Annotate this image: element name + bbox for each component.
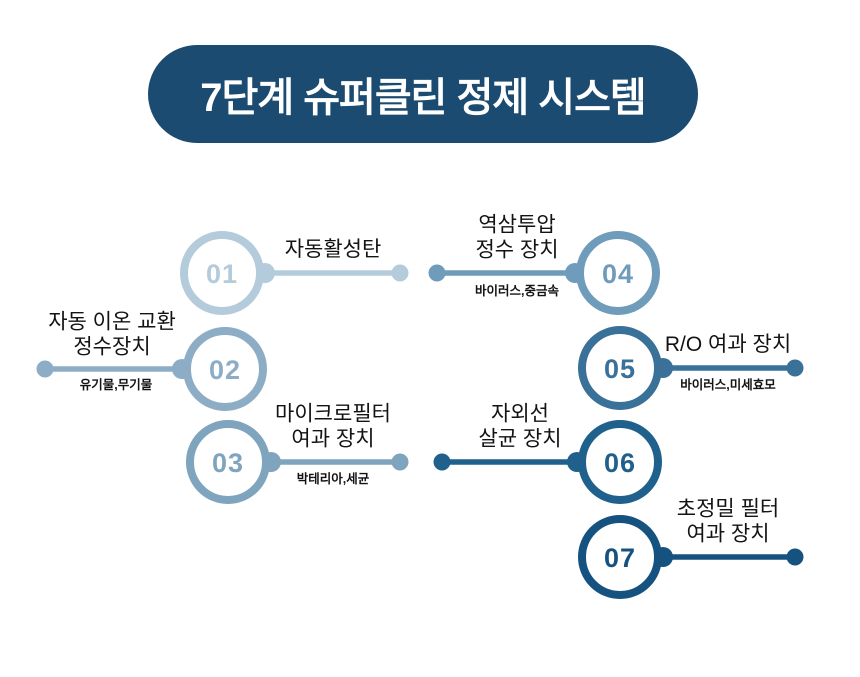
step-01-graphic: 01 <box>180 231 409 315</box>
step-06-circle <box>578 420 662 504</box>
step-05-label: R/O 여과 장치 <box>664 333 792 357</box>
step-05-subtitle: 바이러스,미세효모 <box>680 378 776 392</box>
step-03-subtitle: 박테리아,세균 <box>296 472 370 486</box>
step-05-end-dot <box>786 359 804 377</box>
step-02-graphic: 02 <box>36 327 267 411</box>
step-02-circle <box>183 327 267 411</box>
step-07-end-dot <box>786 548 804 566</box>
step-04-label: 역삼투압 정수 장치 <box>475 213 559 262</box>
step-03-label: 마이크로필터 여과 장치 <box>275 402 391 451</box>
step-05-number: 05 <box>604 354 636 384</box>
step-03-graphic: 03 <box>186 420 409 504</box>
step-06-end-dot <box>433 453 451 471</box>
step-03-number: 03 <box>212 448 244 478</box>
step-03-end-dot <box>391 453 409 471</box>
step-07-graphic: 07 <box>578 515 804 599</box>
step-07-label: 초정밀 필터 여과 장치 <box>676 497 780 546</box>
step-07-circle <box>578 515 662 599</box>
step-02-label: 자동 이온 교환 정수장치 <box>48 310 176 359</box>
step-01-end-dot <box>391 264 409 282</box>
step-06-graphic: 06 <box>433 420 662 504</box>
step-02-number: 02 <box>209 355 241 385</box>
step-02-end-dot <box>36 360 54 378</box>
step-06-number: 06 <box>604 448 636 478</box>
step-06-label: 자외선 살균 장치 <box>478 402 562 451</box>
step-02-subtitle: 유기물,무기물 <box>79 378 153 392</box>
step-01-circle <box>180 231 264 315</box>
step-05-graphic: 05 <box>578 326 804 410</box>
step-01-number: 01 <box>206 259 238 289</box>
step-04-end-dot <box>428 264 446 282</box>
step-05-circle <box>578 326 662 410</box>
step-04-number: 04 <box>602 259 634 289</box>
step-04-subtitle: 바이러스,중금속 <box>475 284 559 298</box>
step-04-graphic: 04 <box>428 231 660 315</box>
step-03-circle <box>186 420 270 504</box>
step-01-label: 자동활성탄 <box>284 238 382 262</box>
step-07-number: 07 <box>604 543 636 573</box>
page-title: 7단계 슈퍼클린 정제 시스템 <box>200 76 646 120</box>
step-04-circle <box>576 231 660 315</box>
title-banner: 7단계 슈퍼클린 정제 시스템 <box>148 45 698 143</box>
